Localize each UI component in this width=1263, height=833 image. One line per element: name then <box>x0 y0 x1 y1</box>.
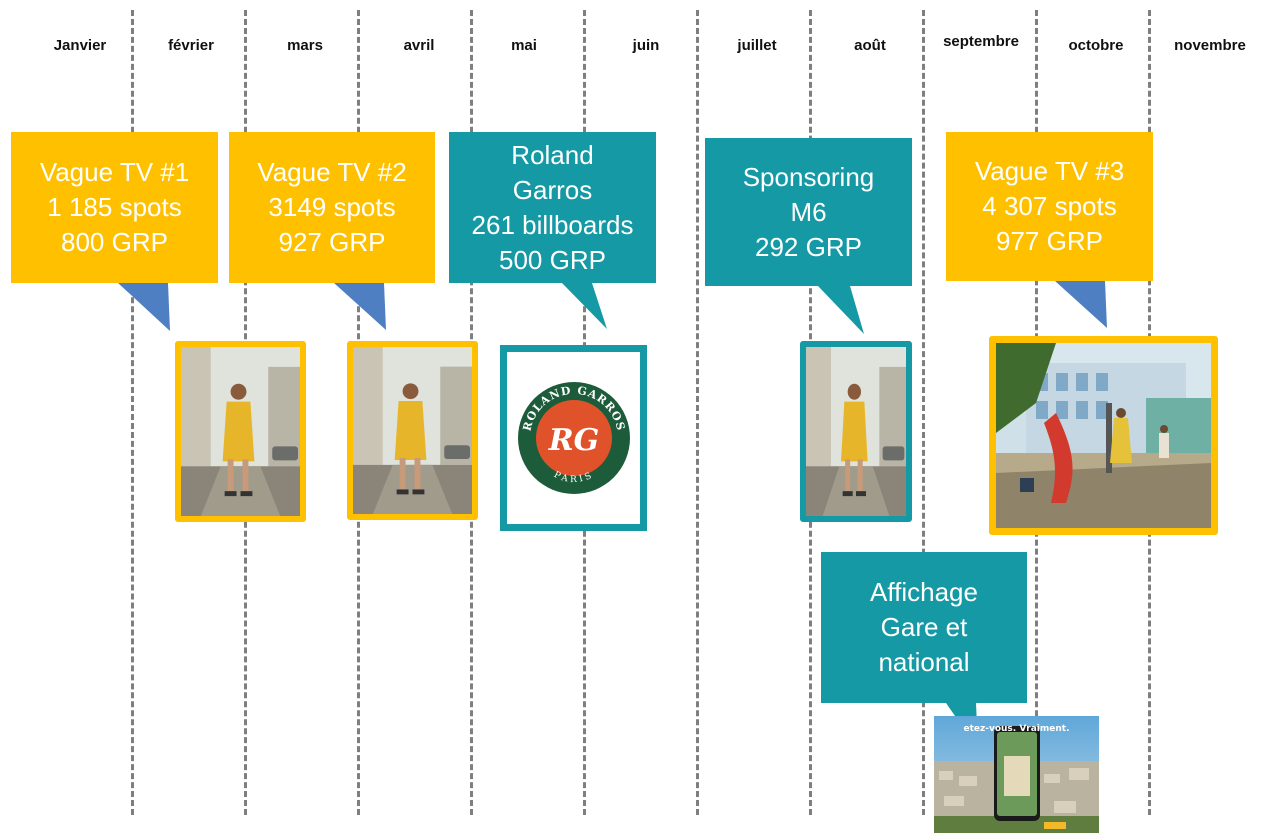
callout-pointer <box>1055 281 1107 328</box>
month-label: septembre <box>943 33 1019 50</box>
tv3-ad-thumbnail <box>989 336 1218 535</box>
callout-line: 977 GRP <box>996 226 1103 256</box>
callout-line: 292 GRP <box>755 231 862 262</box>
month-label: août <box>854 37 886 54</box>
callout-line: national <box>878 647 970 677</box>
roland-garros-logo: ROLAND GARROS PARIS RG <box>517 382 630 494</box>
callout-sponsoring-m6: Sponsoring M6 292 GRP <box>705 138 912 286</box>
month-label: Janvier <box>53 37 107 54</box>
affichage-poster: etez-vous. Vraiment. <box>934 716 1099 833</box>
callout-line: Vague TV #2 <box>257 157 407 187</box>
callout-line: 1 185 spots <box>47 192 182 222</box>
sponsoring-thumbnail <box>800 341 912 522</box>
callout-pointer <box>562 283 607 329</box>
callout-pointer <box>334 283 386 330</box>
callout-line: 927 GRP <box>278 227 386 257</box>
tv-ad-thumbnail <box>175 341 306 522</box>
callout-line: 800 GRP <box>61 227 168 257</box>
month-label: octobre <box>1068 37 1124 54</box>
street-photo <box>353 347 472 514</box>
month-divider <box>131 10 134 815</box>
month-label: mai <box>511 37 537 54</box>
callout-line: Gare et <box>880 612 968 642</box>
callout-line: 261 billboards <box>471 209 634 240</box>
callout-affichage: Affichage Gare et national <box>821 552 1027 703</box>
callout-vague-tv-2: Vague TV #2 3149 spots 927 GRP <box>229 132 435 283</box>
callout-pointer <box>818 286 864 334</box>
callout-line: Sponsoring <box>742 161 875 192</box>
callout-vague-tv-1: Vague TV #1 1 185 spots 800 GRP <box>11 132 218 283</box>
month-label: juillet <box>737 37 777 54</box>
callout-line: 500 GRP <box>499 244 606 275</box>
callout-pointer <box>118 283 170 331</box>
logo-monogram: RG <box>547 423 599 458</box>
month-label: novembre <box>1174 37 1246 54</box>
callout-line: Vague TV #3 <box>974 156 1125 186</box>
street-photo <box>181 347 300 516</box>
callout-line: Roland <box>511 139 594 170</box>
callout-line: M6 <box>790 196 827 227</box>
callout-line: Vague TV #1 <box>39 157 190 187</box>
month-label: mars <box>287 37 323 54</box>
callout-line: Garros <box>512 174 593 205</box>
callout-line: 3149 spots <box>268 192 396 222</box>
tv-ad-thumbnail <box>347 341 478 520</box>
callout-line: Affichage <box>870 577 978 607</box>
street-photo <box>806 347 906 516</box>
month-label: avril <box>403 37 435 54</box>
poster-headline: etez-vous. Vraiment. <box>963 724 1070 734</box>
roland-garros-logo-frame: ROLAND GARROS PARIS RG <box>500 345 647 531</box>
marseille-poster <box>934 716 1099 833</box>
callout-line: 4 307 spots <box>982 191 1117 221</box>
month-label: février <box>168 37 214 54</box>
month-label: juin <box>632 37 660 54</box>
callout-vague-tv-3: Vague TV #3 4 307 spots 977 GRP <box>946 132 1153 281</box>
callout-roland-garros: Roland Garros 261 billboards 500 GRP <box>449 132 656 283</box>
month-divider <box>696 10 699 815</box>
playground-photo <box>996 343 1211 528</box>
month-divider <box>922 10 925 815</box>
